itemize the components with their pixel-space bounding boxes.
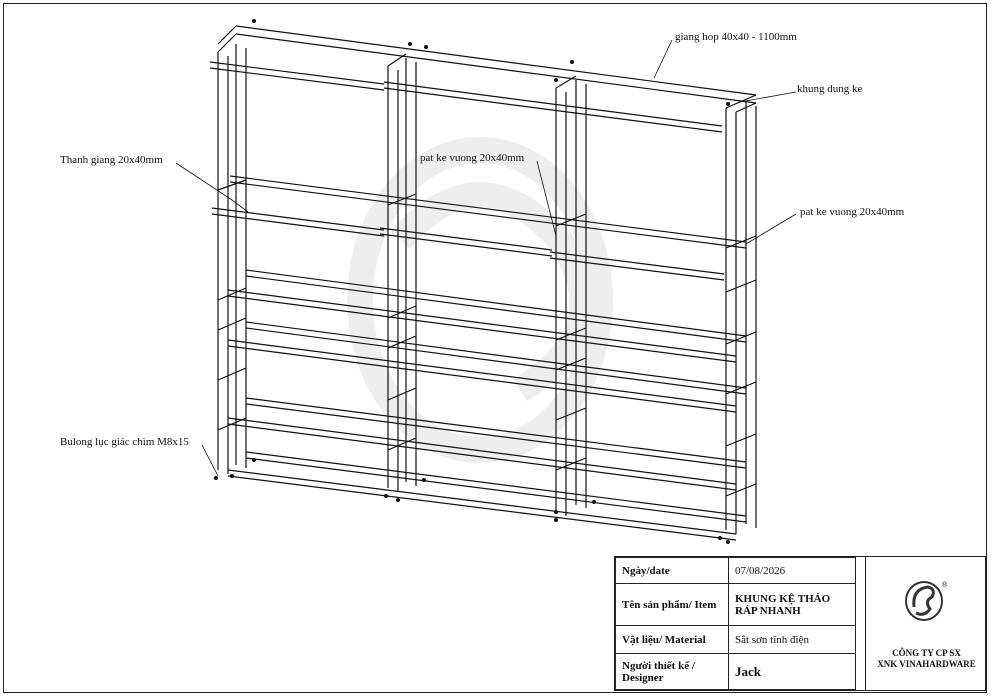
watermark-icon bbox=[347, 137, 613, 463]
designer-label-line1: Người thiết kế / bbox=[622, 659, 695, 672]
callout-bracket-middle: pat ke vuong 20x40mm bbox=[420, 152, 525, 164]
shelf-beams bbox=[227, 175, 747, 541]
date-value: 07/08/2026 bbox=[728, 557, 856, 584]
company-line1: CÔNG TY CP SX bbox=[892, 648, 961, 658]
top-rails bbox=[209, 25, 757, 133]
bolts bbox=[214, 19, 730, 544]
side-crosses bbox=[217, 179, 757, 497]
leader-lines bbox=[175, 39, 797, 477]
designer-value: Jack bbox=[728, 653, 856, 690]
material-label: Vật liệu/ Material bbox=[615, 625, 729, 654]
callout-bolt: Bulong lục giác chìm M8x15 bbox=[60, 436, 189, 448]
material-value: Sắt sơn tĩnh điện bbox=[728, 625, 856, 654]
item-row: Tên sản phẩm/ Item KHUNG KỆ THÁO RÁP NHA… bbox=[615, 583, 856, 626]
title-table: Ngày/date 07/08/2026 Tên sản phẩm/ Item … bbox=[615, 557, 856, 690]
item-value-line1: KHUNG KỆ THÁO bbox=[735, 592, 831, 605]
callout-frame: khung dung ke bbox=[797, 83, 863, 95]
drawing-frame bbox=[3, 3, 987, 693]
company-logo-icon: ® bbox=[905, 581, 948, 621]
item-value: KHUNG KỆ THÁO RÁP NHANH bbox=[728, 583, 856, 626]
company-name: CÔNG TY CP SX XNK VINAHARDWARE bbox=[866, 648, 987, 670]
item-value-line2: RÁP NHANH bbox=[735, 604, 801, 617]
material-row: Vật liệu/ Material Sắt sơn tĩnh điện bbox=[615, 625, 856, 654]
designer-label-line2: Designer bbox=[622, 671, 664, 684]
company-line2: XNK VINAHARDWARE bbox=[877, 659, 976, 669]
shelf-structure bbox=[209, 19, 757, 544]
date-label: Ngày/date bbox=[615, 557, 729, 584]
date-row: Ngày/date 07/08/2026 bbox=[615, 557, 856, 584]
callout-top-rail: giang hop 40x40 - 1100mm bbox=[675, 31, 797, 43]
designer-row: Người thiết kế / Designer Jack bbox=[615, 653, 856, 690]
item-label: Tên sản phẩm/ Item bbox=[615, 583, 729, 626]
callout-bracket-right: pat ke vuong 20x40mm bbox=[800, 206, 905, 218]
logo-cell: ® CÔNG TY CP SX XNK VINAHARDWARE bbox=[865, 557, 987, 690]
callout-hanging-bar: Thanh giang 20x40mm bbox=[60, 154, 163, 166]
designer-label: Người thiết kế / Designer bbox=[615, 653, 729, 690]
hanging-bars bbox=[211, 207, 725, 281]
registered-mark: ® bbox=[942, 581, 948, 589]
upright-posts bbox=[217, 44, 757, 534]
title-block: Ngày/date 07/08/2026 Tên sản phẩm/ Item … bbox=[614, 556, 986, 691]
